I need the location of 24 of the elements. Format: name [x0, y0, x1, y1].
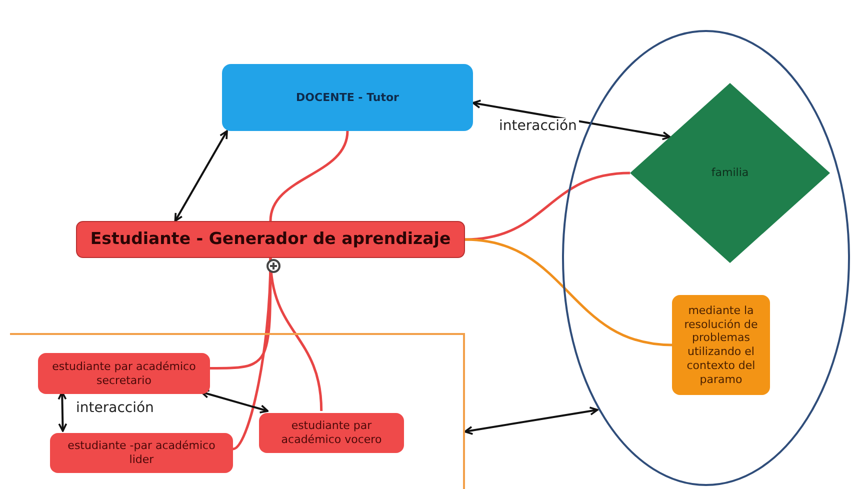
topic-box	[259, 413, 404, 453]
node-text: Estudiante - Generador de aprendizaje	[90, 229, 451, 250]
arrow	[464, 406, 598, 435]
node-text: estudiante -par académico lider	[66, 439, 216, 467]
topic-box	[50, 433, 233, 473]
connector-line	[232, 258, 272, 450]
topic-box	[76, 221, 465, 258]
node-text: DOCENTE - Tutor	[296, 90, 399, 104]
topic-box	[38, 353, 210, 394]
connector-line	[464, 238, 672, 346]
arrow	[472, 100, 671, 140]
group-frame	[10, 333, 465, 489]
arrow	[200, 390, 269, 414]
topic-box	[672, 295, 770, 395]
connector-line	[269, 258, 323, 412]
connector-line	[269, 130, 349, 222]
topic-box	[222, 64, 473, 131]
node-text: estudiante par académico vocero	[280, 419, 383, 447]
node-text: familia	[711, 166, 749, 180]
arrow	[174, 130, 228, 222]
connector-line	[464, 172, 630, 241]
arrow	[58, 391, 68, 432]
node-text: mediante la resolución de problemas utilizando el contexto del paramo	[683, 304, 759, 386]
node-text: estudiante par académico secretario	[51, 360, 197, 388]
